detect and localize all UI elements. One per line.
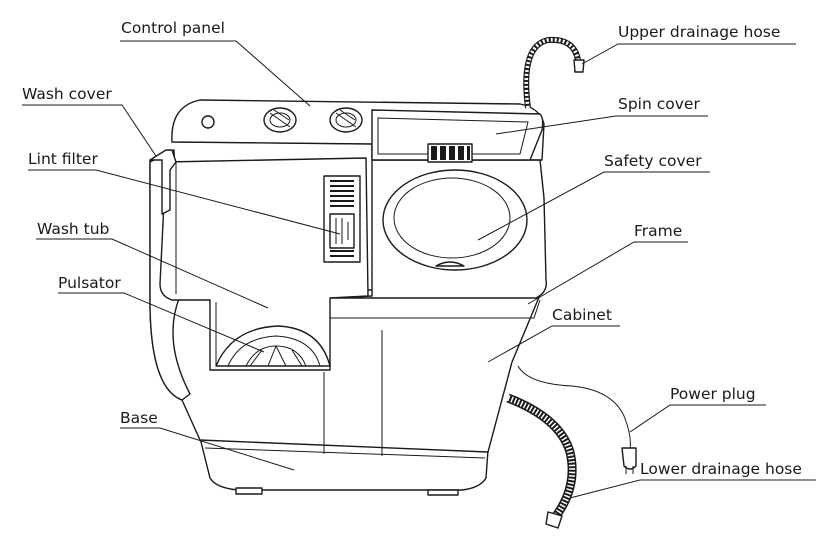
lint-filter-shape xyxy=(323,175,361,263)
safety-cover-tab xyxy=(435,261,465,267)
label-wash-cover: Wash cover xyxy=(22,85,112,103)
safety-cover-rim xyxy=(382,169,528,271)
upper-drainage-hose-shape xyxy=(523,36,585,109)
label-base: Base xyxy=(120,409,158,427)
leader-wash-tub xyxy=(36,238,269,309)
safety-cover-inner xyxy=(393,177,511,259)
label-power-plug: Power plug xyxy=(670,385,756,403)
base-shape xyxy=(199,437,489,491)
leader-lint-filter xyxy=(28,169,341,235)
power-cord-shape xyxy=(517,365,637,474)
wash-tub-opening xyxy=(159,157,369,371)
label-spin-cover: Spin cover xyxy=(618,95,700,113)
indicator-light xyxy=(201,115,215,129)
wash-cover-lid xyxy=(149,149,177,215)
label-pulsator: Pulsator xyxy=(58,274,121,292)
label-control-panel: Control panel xyxy=(121,19,225,37)
leader-base xyxy=(120,427,295,471)
leader-lines xyxy=(22,40,816,499)
leader-wash-cover xyxy=(22,104,157,157)
leader-lower-drainage-hose xyxy=(569,479,816,499)
leader-safety-cover xyxy=(477,171,710,241)
base-foot-right xyxy=(427,489,459,496)
label-lint-filter: Lint filter xyxy=(28,150,98,168)
cabinet-seam-3 xyxy=(204,447,486,459)
leader-spin-cover xyxy=(495,115,708,135)
wash-timer-knob xyxy=(263,107,297,133)
spin-cover-inner xyxy=(377,117,529,155)
leader-cabinet xyxy=(487,325,620,363)
label-upper-drainage-hose: Upper drainage hose xyxy=(618,23,781,41)
label-safety-cover: Safety cover xyxy=(604,152,702,170)
leader-pulsator xyxy=(58,292,265,353)
spin-cover-shape xyxy=(371,109,544,161)
control-panel-edge xyxy=(171,141,373,145)
leader-power-plug xyxy=(629,404,766,433)
wash-tub-inner-wall xyxy=(175,162,217,366)
base-foot-left xyxy=(235,487,263,495)
spin-timer-knob xyxy=(329,107,363,133)
label-cabinet: Cabinet xyxy=(552,306,612,324)
label-wash-tub: Wash tub xyxy=(37,220,110,238)
label-lower-drainage-hose: Lower drainage hose xyxy=(640,460,802,478)
lower-drainage-hose-shape xyxy=(506,393,577,529)
spin-cover-handle xyxy=(427,143,473,163)
leader-control-panel xyxy=(120,40,311,107)
leader-upper-drainage-hose xyxy=(581,43,796,65)
washing-machine-illustration xyxy=(149,36,637,529)
leader-frame xyxy=(527,241,688,305)
pulsator-shape xyxy=(215,325,331,367)
label-frame: Frame xyxy=(634,222,683,240)
